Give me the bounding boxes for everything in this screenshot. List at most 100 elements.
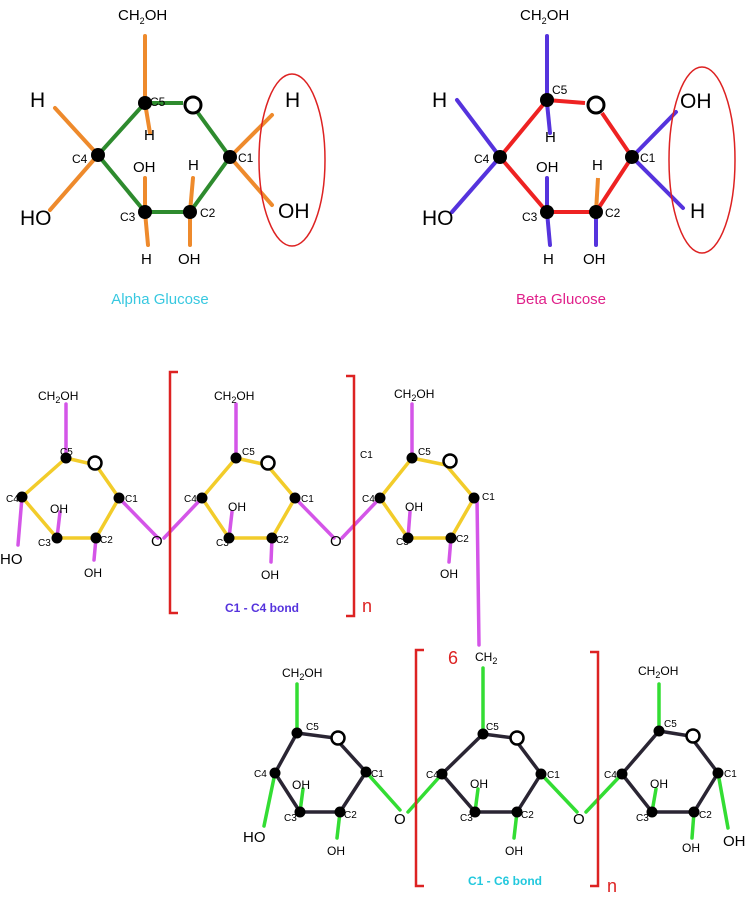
alpha-c5-label: C5 <box>150 95 166 109</box>
alpha-c3-label: C3 <box>120 210 136 224</box>
chain2-six: 6 <box>448 648 458 668</box>
beta-h-c1: H <box>690 200 705 223</box>
chain1-ring2-c1: C1 <box>301 494 314 505</box>
chain2-ring2-c1: C1 <box>547 770 560 781</box>
beta-ho-left: HO <box>422 207 454 230</box>
chain1-ring1-oh2: OH <box>84 566 102 580</box>
chain2-ring-oxygens <box>330 728 701 746</box>
chain2-ring3-c5: C5 <box>664 719 677 730</box>
beta-glucose: CH2OH C5 H H C4 OH H C1 OH H HO C3 C2 H … <box>422 7 736 308</box>
alpha-ring <box>95 101 233 214</box>
chain2-ring2-c3: C3 <box>460 813 473 824</box>
alpha-c4-label: C4 <box>72 152 88 166</box>
beta-c4-label: C4 <box>474 152 490 166</box>
chain1-link-o1: O <box>151 533 163 550</box>
alpha-ring-oxygen <box>183 95 203 115</box>
chain1-ring2-c3: C3 <box>216 538 229 549</box>
chain1-ring3-c4: C4 <box>362 494 375 505</box>
chain2-ring2-c4: C4 <box>426 770 439 781</box>
beta-ch2oh: CH2OH <box>520 7 569 26</box>
chain2-ring3-c3: C3 <box>636 813 649 824</box>
chain1-ring1-c1: C1 <box>125 494 138 505</box>
alpha-highlight-ellipse <box>258 73 326 247</box>
alpha-atoms <box>91 96 237 219</box>
chain1-ring1-oh: OH <box>50 502 68 516</box>
beta-ring-oxygen <box>586 95 606 115</box>
chain2-ring3-ch2oh: CH2OH <box>638 664 678 680</box>
chain1-ring1-c3: C3 <box>38 538 51 549</box>
chain2-brackets <box>414 648 600 888</box>
alpha-substituent-bonds <box>48 34 274 247</box>
chain2-ring1-c2: C2 <box>344 810 357 821</box>
beta-c2-label: C2 <box>605 206 621 220</box>
beta-ring <box>497 98 635 214</box>
beta-c3-label: C3 <box>522 210 538 224</box>
chain2-ring1-c3: C3 <box>284 813 297 824</box>
chain2-ring3-oh2: OH <box>682 841 700 855</box>
alpha-glucose: CH2OH C5 H H C4 OH H C1 H OH HO C3 C2 H … <box>20 7 326 308</box>
chain1-ring2-oh2: OH <box>261 568 279 582</box>
chain2-bond-label: C1 - C6 bond <box>468 874 542 888</box>
chain2-link-o2: O <box>573 811 585 828</box>
chain1-n: n <box>362 596 372 616</box>
beta-caption: Beta Glucose <box>516 291 606 308</box>
alpha-h-c5: H <box>144 127 155 144</box>
chain2-substituent-bonds <box>262 666 730 840</box>
chain1-link-o2: O <box>330 533 342 550</box>
beta-h-left: H <box>432 89 447 112</box>
chain1-ring2-c5: C5 <box>242 447 255 458</box>
chain1-ring3-ch2oh: CH2OH <box>394 387 434 403</box>
chain1-ring3-c2: C2 <box>456 534 469 545</box>
chain1-ring3-oh2: OH <box>440 567 458 581</box>
chain1-ring3-c5: C5 <box>418 447 431 458</box>
chain2-atoms <box>269 725 724 818</box>
beta-h-c2: H <box>592 157 603 174</box>
chain2-ring2-oh: OH <box>470 777 488 791</box>
chain2-ring1-c1: C1 <box>371 769 384 780</box>
chain1-ring1-c4: C4 <box>6 494 19 505</box>
chain1-bond-label: C1 - C4 bond <box>225 601 299 615</box>
chain2-ring3-c1: C1 <box>724 769 737 780</box>
chain2-ring3-c2: C2 <box>699 810 712 821</box>
chain2-ring2-oh2: OH <box>505 844 523 858</box>
chain1-ring3-c3: C3 <box>396 537 409 548</box>
alpha-h-left: H <box>30 89 45 112</box>
chain1-ring2-ch2oh: CH2OH <box>214 389 254 405</box>
chain1-ring2-oh: OH <box>228 500 246 514</box>
beta-h-c3: H <box>543 251 554 268</box>
chain-c1-c6: CH2OH C5 C4 OH C1 C3 C2 HO OH O 6 CH2 C5… <box>243 648 746 896</box>
chain1-rings <box>19 456 477 540</box>
chain2-ring2-c5: C5 <box>486 722 499 733</box>
chain1-ring3-oh: OH <box>405 500 423 514</box>
alpha-oh-c3: OH <box>133 159 156 176</box>
beta-c1-label: C1 <box>640 151 656 165</box>
chain2-ch2: CH2 <box>475 650 497 666</box>
chain2-link-o1: O <box>394 811 406 828</box>
alpha-oh-c2: OH <box>178 251 201 268</box>
chain1-ring2-c2: C2 <box>276 535 289 546</box>
beta-c5-label: C5 <box>552 83 568 97</box>
chain1-free-c1: C1 <box>360 450 373 461</box>
chain2-ring1-c4: C4 <box>254 769 267 780</box>
chain2-ring3-oh: OH <box>650 777 668 791</box>
chain-c1-c4: CH2OH C5 C4 OH C1 C3 C2 HO OH O CH2OH C5… <box>0 370 495 647</box>
chain2-ring1-c5: C5 <box>306 722 319 733</box>
chain1-ring-oxygens <box>87 453 458 471</box>
alpha-h-c1: H <box>285 89 300 112</box>
chain1-ring1-c2: C2 <box>100 535 113 546</box>
alpha-caption: Alpha Glucose <box>111 291 209 308</box>
alpha-ch2oh: CH2OH <box>118 7 167 26</box>
chain1-ring1-c5: C5 <box>60 447 73 458</box>
chain1-ho: HO <box>0 551 23 568</box>
chain1-ring1-ch2oh: CH2OH <box>38 389 78 405</box>
beta-highlight-ellipse <box>668 66 736 254</box>
beta-atoms <box>493 93 639 219</box>
chain2-ring1-ch2oh: CH2OH <box>282 666 322 682</box>
alpha-h-c3: H <box>141 251 152 268</box>
chain1-ring2-c4: C4 <box>184 494 197 505</box>
chain2-ring3-c4: C4 <box>604 770 617 781</box>
chain2-ring1-oh2: OH <box>327 844 345 858</box>
chain1-atoms <box>16 452 480 544</box>
beta-oh-c3: OH <box>536 159 559 176</box>
